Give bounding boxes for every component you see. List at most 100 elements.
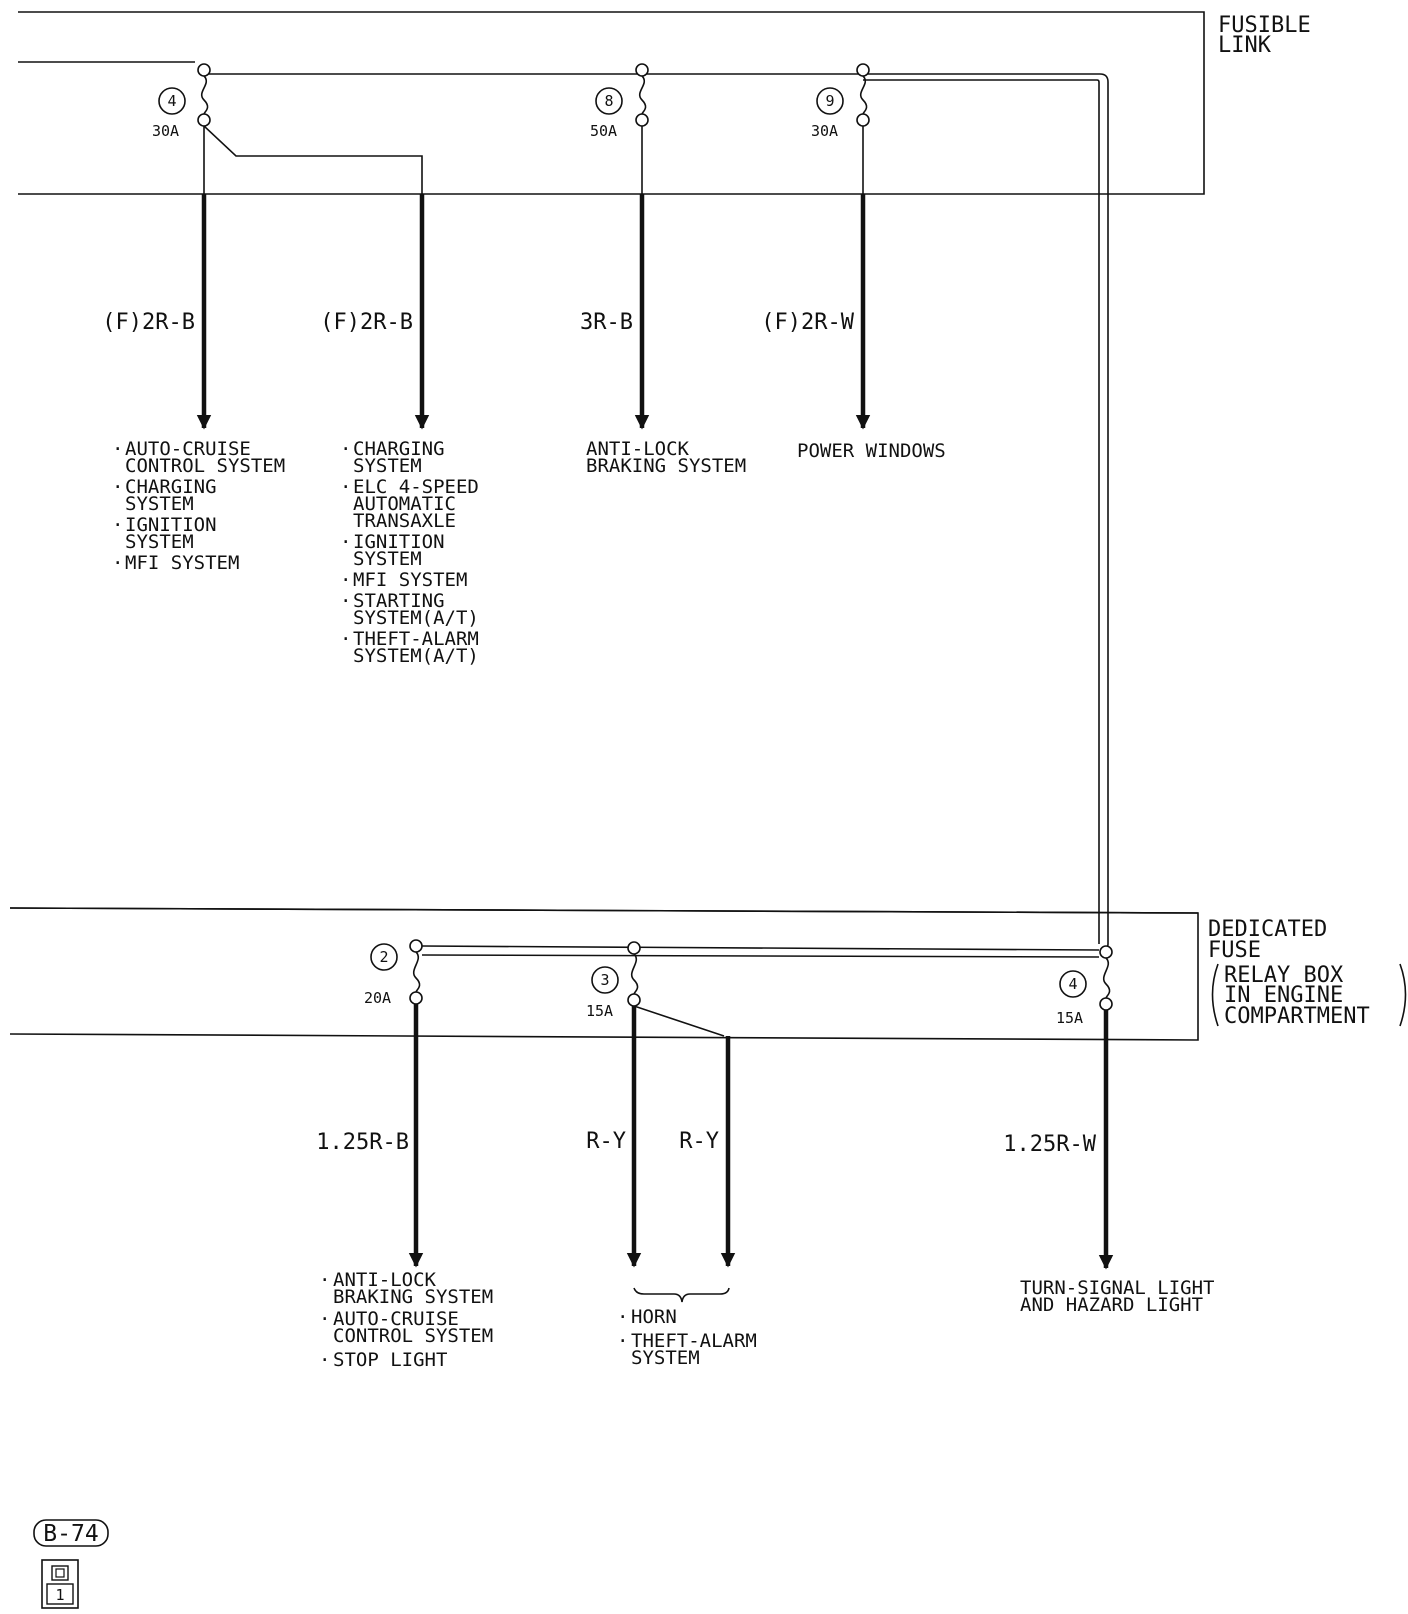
svg-text:·: · (340, 438, 351, 460)
load-label: STOP LIGHT (333, 1349, 447, 1371)
load-label: IGNITION (353, 531, 445, 553)
svg-text:·: · (112, 476, 123, 498)
load-label: CHARGING (125, 476, 217, 498)
load-label: SYSTEM(A/T) (353, 607, 479, 629)
load-label: MFI SYSTEM (125, 552, 239, 574)
load-label: AND HAZARD LIGHT (1020, 1294, 1203, 1316)
upper-loads-1: · AUTO-CRUISE CONTROL SYSTEM · CHARGING … (112, 438, 285, 574)
upper-bus (204, 73, 1109, 944)
shared-loads: · HORN · THEFT-ALARM SYSTEM (617, 1287, 757, 1369)
upper-output-wire-4: (F)2R-W (761, 194, 871, 430)
fuse-number: 8 (604, 92, 613, 110)
fusible-link-fuse-8: 8 50A (590, 63, 649, 194)
load-label: SYSTEM(A/T) (353, 645, 479, 667)
dedicated-fuse-box: DEDICATED FUSE RELAY BOX IN ENGINE COMPA… (9, 907, 1407, 1041)
svg-text:·: · (340, 531, 351, 553)
svg-text:·: · (340, 476, 351, 498)
svg-text:·: · (319, 1308, 330, 1330)
dedicated-fuse-title: DEDICATED (1208, 917, 1327, 942)
connector-pin: 1 (55, 1586, 64, 1604)
fusible-link-fuse-4: 4 30A (152, 63, 423, 194)
wire-label: 1.25R-B (316, 1130, 409, 1155)
load-label: SYSTEM (353, 455, 422, 477)
wire-label: (F)2R-B (102, 310, 195, 335)
fusible-link-title-2: LINK (1218, 33, 1272, 58)
svg-text:·: · (340, 590, 351, 612)
upper-output-wire-2: (F)2R-B (320, 194, 430, 430)
load-label: HORN (631, 1306, 677, 1328)
dedicated-fuse-3: 3 15A (586, 941, 725, 1037)
load-label: MFI SYSTEM (353, 569, 467, 591)
load-label: POWER WINDOWS (797, 440, 946, 462)
load-label: SYSTEM (125, 493, 194, 515)
lower-output-wire-3: R-Y (679, 1036, 736, 1268)
fuse-rating: 30A (811, 122, 838, 140)
load-label: STARTING (353, 590, 445, 612)
fuse-rating: 50A (590, 122, 617, 140)
lower-output-wire-4: 1.25R-W (1003, 1010, 1114, 1270)
load-label: AUTOMATIC (353, 493, 456, 515)
svg-text:·: · (319, 1269, 330, 1291)
load-label: AUTO-CRUISE (333, 1308, 459, 1330)
fusible-link-box: FUSIBLE LINK (18, 11, 1311, 195)
connector-reference: B-74 1 (33, 1519, 109, 1609)
fusible-link-title: FUSIBLE (1218, 13, 1311, 38)
fuse-number: 4 (1068, 975, 1077, 993)
load-label: BRAKING SYSTEM (333, 1286, 493, 1308)
fuse-number: 4 (167, 92, 176, 110)
lower-output-wire-2: R-Y (586, 1006, 642, 1268)
load-label: CONTROL SYSTEM (125, 455, 285, 477)
relay-box-label: COMPARTMENT (1224, 1004, 1370, 1029)
fuse-number: 3 (600, 971, 609, 989)
load-label: BRAKING SYSTEM (586, 455, 746, 477)
wire-label: (F)2R-W (761, 310, 854, 335)
load-label: SYSTEM (631, 1347, 700, 1369)
svg-text:·: · (617, 1306, 628, 1328)
upper-loads-4: POWER WINDOWS (797, 440, 946, 462)
svg-text:·: · (340, 569, 351, 591)
load-label: ANTI-LOCK (586, 438, 690, 460)
fuse-rating: 20A (364, 989, 391, 1007)
upper-loads-3: ANTI-LOCK BRAKING SYSTEM (586, 438, 746, 477)
load-label: ANTI-LOCK (333, 1269, 437, 1291)
load-label: TRANSAXLE (353, 510, 456, 532)
load-label: THEFT-ALARM (631, 1330, 757, 1352)
lower-output-wire-1: 1.25R-B (316, 1004, 424, 1268)
load-label: ELC 4-SPEED (353, 476, 479, 498)
svg-text:·: · (112, 552, 123, 574)
load-label: THEFT-ALARM (353, 628, 479, 650)
upper-output-wire-3: 3R-B (580, 194, 650, 430)
fuse-number: 9 (825, 92, 834, 110)
load-label: CONTROL SYSTEM (333, 1325, 493, 1347)
svg-text:·: · (319, 1349, 330, 1371)
load-label: AUTO-CRUISE (125, 438, 251, 460)
wire-label: 1.25R-W (1003, 1132, 1096, 1157)
svg-text:·: · (112, 438, 123, 460)
fuse-rating: 15A (586, 1002, 613, 1020)
fuse-rating: 30A (152, 122, 179, 140)
wire-label: 3R-B (580, 310, 633, 335)
fuse-rating: 15A (1056, 1009, 1083, 1027)
load-label: SYSTEM (353, 548, 422, 570)
dedicated-fuse-2: 2 20A (364, 939, 423, 1007)
upper-output-wire-1: (F)2R-B (102, 194, 212, 430)
wire-label: R-Y (586, 1129, 626, 1154)
lower-loads-1: · ANTI-LOCK BRAKING SYSTEM · AUTO-CRUISE… (319, 1269, 493, 1371)
load-label: TURN-SIGNAL LIGHT (1020, 1277, 1214, 1299)
dedicated-fuse-4: 4 15A (1056, 957, 1113, 1027)
dedicated-fuse-title-2: FUSE (1208, 938, 1261, 963)
svg-text:·: · (112, 514, 123, 536)
lower-loads-4: TURN-SIGNAL LIGHT AND HAZARD LIGHT (1020, 1277, 1214, 1316)
relay-box-label: RELAY BOX (1224, 963, 1344, 988)
wire-label: R-Y (679, 1129, 719, 1154)
svg-text:·: · (617, 1330, 628, 1352)
svg-text:·: · (340, 628, 351, 650)
load-label: CHARGING (353, 438, 445, 460)
load-label: SYSTEM (125, 531, 194, 553)
wire-label: (F)2R-B (320, 310, 413, 335)
connector-code: B-74 (43, 1521, 98, 1547)
upper-loads-2: · CHARGING SYSTEM · ELC 4-SPEED AUTOMATI… (340, 438, 479, 667)
load-label: IGNITION (125, 514, 217, 536)
fusible-link-fuse-9: 9 30A (811, 63, 870, 194)
fuse-number: 2 (379, 948, 388, 966)
